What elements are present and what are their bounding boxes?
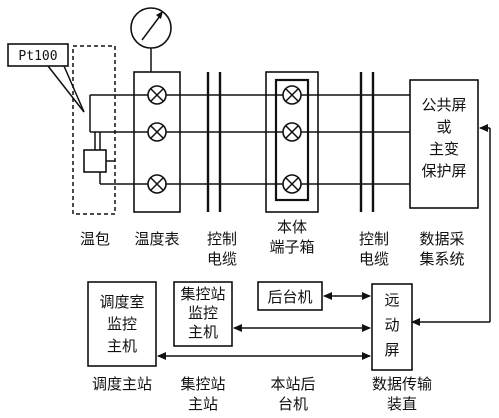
dispatch-host-caption: 调度主站 <box>92 375 152 393</box>
rtu-line1: 远 <box>384 291 399 309</box>
backend-box: 后台机 <box>257 281 323 311</box>
cable-right-caption-1: 控制 <box>359 230 389 248</box>
rtu-caption-2: 装直 <box>387 395 417 413</box>
panel-rtu-link <box>411 124 491 326</box>
cable-left-caption-1: 控制 <box>207 230 237 248</box>
pt100-label: Pt100 <box>18 49 57 64</box>
panel-line2: 或 <box>436 118 451 136</box>
protection-panel: 公共屏 或 主变 保护屏 <box>409 79 479 209</box>
temperature-sensor <box>72 45 116 215</box>
central-host-caption-1: 集控站 <box>180 375 225 393</box>
lamp-icon <box>147 174 167 194</box>
lamp-icon <box>282 122 302 142</box>
lamp-icon <box>282 85 302 105</box>
rtu-line2: 动 <box>384 316 399 334</box>
panel-line3: 主变 <box>429 140 459 158</box>
terminal-box-caption-1: 本体 <box>277 218 307 236</box>
backend-caption-1: 本站后 <box>270 375 315 393</box>
central-host-box: 集控站 监控 主机 <box>173 281 233 347</box>
central-host-line2: 监控 <box>188 304 218 322</box>
backend-caption-2: 台机 <box>278 395 308 413</box>
backend-label: 后台机 <box>267 288 312 306</box>
panel-line1: 公共屏 <box>421 96 466 114</box>
control-cable-right <box>359 72 375 212</box>
dispatch-host-line2: 监控 <box>107 315 137 333</box>
lamp-icon <box>147 85 167 105</box>
meter-caption: 温度表 <box>134 230 179 248</box>
lamp-icon <box>147 122 167 142</box>
central-host-line1: 集控站 <box>180 285 225 303</box>
rtu-box: 远 动 屏 <box>371 283 413 371</box>
dispatch-host-line3: 主机 <box>107 337 137 355</box>
pt100-callout: Pt100 <box>7 43 85 113</box>
data-acquisition-caption-1: 数据采 <box>419 230 464 248</box>
rtu-caption-1: 数据传输 <box>372 375 432 393</box>
control-cable-left <box>206 72 222 212</box>
cable-left-caption-2: 电缆 <box>207 250 237 268</box>
central-host-line3: 主机 <box>188 323 218 341</box>
terminal-box-caption-2: 端子箱 <box>269 238 314 256</box>
rtu-line3: 屏 <box>384 341 399 359</box>
panel-line4: 保护屏 <box>421 162 466 180</box>
dispatch-host-line1: 调度室 <box>99 293 144 311</box>
sensor-caption: 温包 <box>80 230 110 248</box>
cable-right-caption-2: 电缆 <box>359 250 389 268</box>
sensor-element <box>83 149 107 173</box>
dispatch-host-box: 调度室 监控 主机 <box>87 281 157 367</box>
central-host-caption-2: 主站 <box>188 395 218 413</box>
data-acquisition-caption-2: 集系统 <box>419 250 464 268</box>
temperature-meter <box>130 7 181 213</box>
terminal-box <box>265 71 319 213</box>
lamp-icon <box>282 174 302 194</box>
